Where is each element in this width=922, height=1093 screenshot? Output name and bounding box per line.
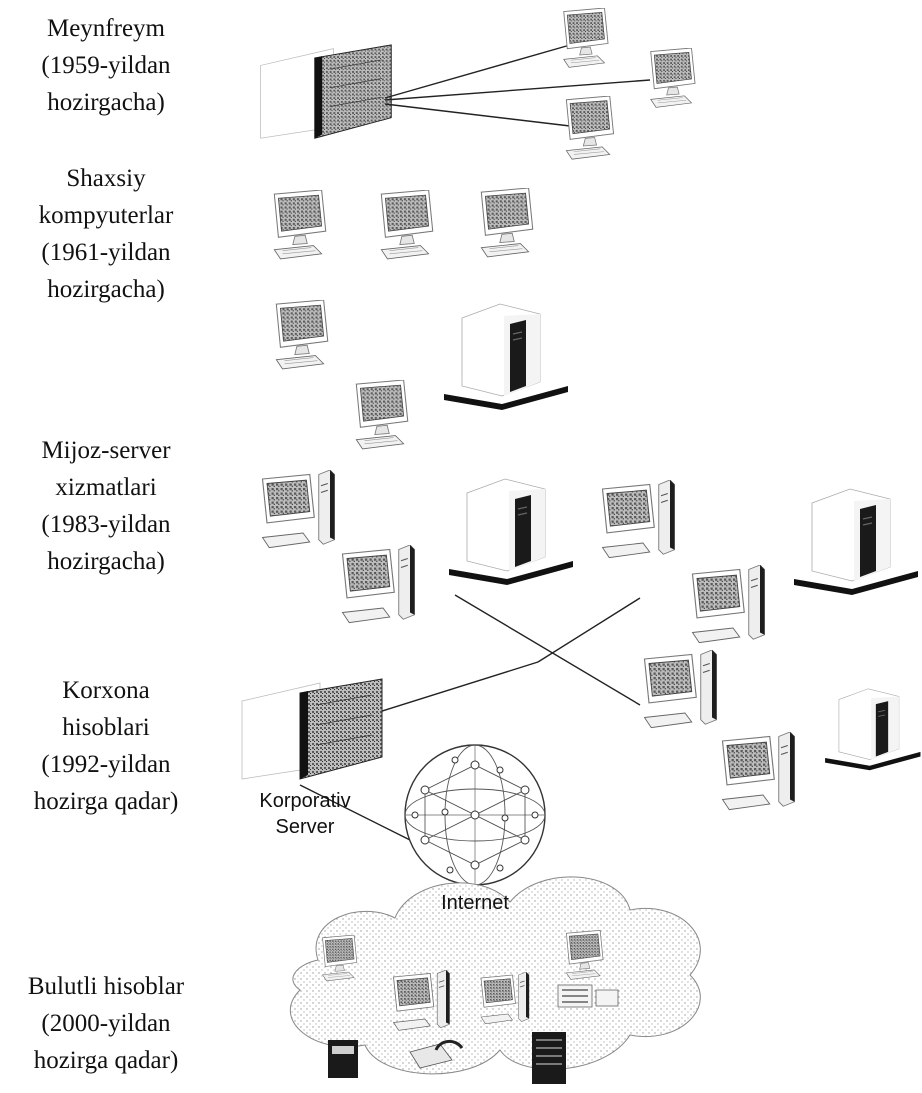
era-line: hozirgacha): [47, 89, 165, 116]
terminal-icon: [650, 48, 696, 108]
laptop-icon: [409, 1040, 464, 1069]
server-rack-icon: [532, 1032, 566, 1084]
server-icon: [793, 488, 919, 595]
terminal-icon: [563, 8, 609, 68]
pc-tower-icon: [480, 972, 530, 1025]
corporate-server-caption: Korporativ Server: [240, 788, 370, 840]
pc-icon: [273, 190, 327, 260]
era-line: Shaxsiy: [66, 165, 146, 192]
server-icon: [824, 688, 922, 771]
pc-tower-icon: [261, 470, 336, 549]
mainframe-link-lines: [384, 44, 651, 127]
era-line: Bulutli hisoblar: [27, 973, 185, 1000]
terminal-icon: [565, 96, 614, 160]
era-line: hozirgacha): [47, 276, 165, 303]
era-line: (1961-yildan: [41, 239, 171, 266]
pc-tower-icon: [601, 480, 676, 559]
pc-icon: [380, 190, 434, 260]
pc-icon: [355, 380, 409, 450]
era-line: xizmatlari: [55, 474, 157, 501]
client-server-group: [261, 470, 922, 811]
caption-line: Server: [275, 816, 335, 838]
era-label-personal-computers: Shaxsiy kompyuterlar (1961-yildan hozirg…: [0, 160, 212, 308]
era-line: (1992-yildan: [41, 751, 171, 778]
era-line: kompyuterlar: [38, 202, 174, 229]
server-icon: [328, 1040, 358, 1078]
era-label-cloud-computing: Bulutli hisoblar (2000-yildan hozirga qa…: [0, 968, 212, 1079]
pc-tower-icon: [643, 650, 718, 729]
pc-tower-icon: [721, 732, 796, 811]
mainframe-group: [260, 8, 696, 160]
pc-tower-icon: [691, 565, 766, 644]
caption-line: Korporativ: [259, 790, 351, 812]
era-line: (2000-yildan: [41, 1010, 171, 1037]
internet-caption: Internet: [420, 890, 530, 916]
server-internet-link: [299, 784, 411, 841]
internet-label: Internet: [441, 892, 509, 914]
enterprise-group: [241, 678, 546, 886]
era-line: (1983-yildan: [41, 511, 171, 538]
cloud-group: [289, 876, 701, 1084]
era-line: hozirga qadar): [33, 1047, 179, 1074]
era-line: (1959-yildan: [41, 52, 171, 79]
pc-icon: [480, 188, 534, 258]
pc-tower-icon: [341, 545, 416, 624]
personal-computers-group: [273, 188, 569, 450]
mainframe-icon: [260, 44, 392, 139]
server-icon: [443, 303, 569, 410]
era-label-mainframe: Meynfreym (1959-yildan hozirgacha): [0, 10, 212, 121]
era-line: hisoblari: [62, 714, 150, 741]
era-line: Mijoz-server: [41, 437, 171, 464]
era-line: Meynfreym: [46, 15, 166, 42]
pc-icon: [275, 300, 329, 370]
rack-icon: [557, 984, 619, 1008]
server-icon: [448, 478, 574, 585]
era-line: hozirga qadar): [33, 788, 179, 815]
era-line: Korxona: [62, 677, 150, 704]
internet-globe-icon: [404, 744, 546, 886]
era-line: hozirgacha): [47, 548, 165, 575]
era-label-enterprise-computing: Korxona hisoblari (1992-yildan hozirga q…: [0, 672, 212, 820]
corporate-server-icon: [241, 678, 383, 780]
network-link-lines: [359, 594, 641, 719]
era-label-client-server: Mijoz-server xizmatlari (1983-yildan hoz…: [0, 432, 212, 580]
pc-tower-icon: [393, 970, 450, 1031]
